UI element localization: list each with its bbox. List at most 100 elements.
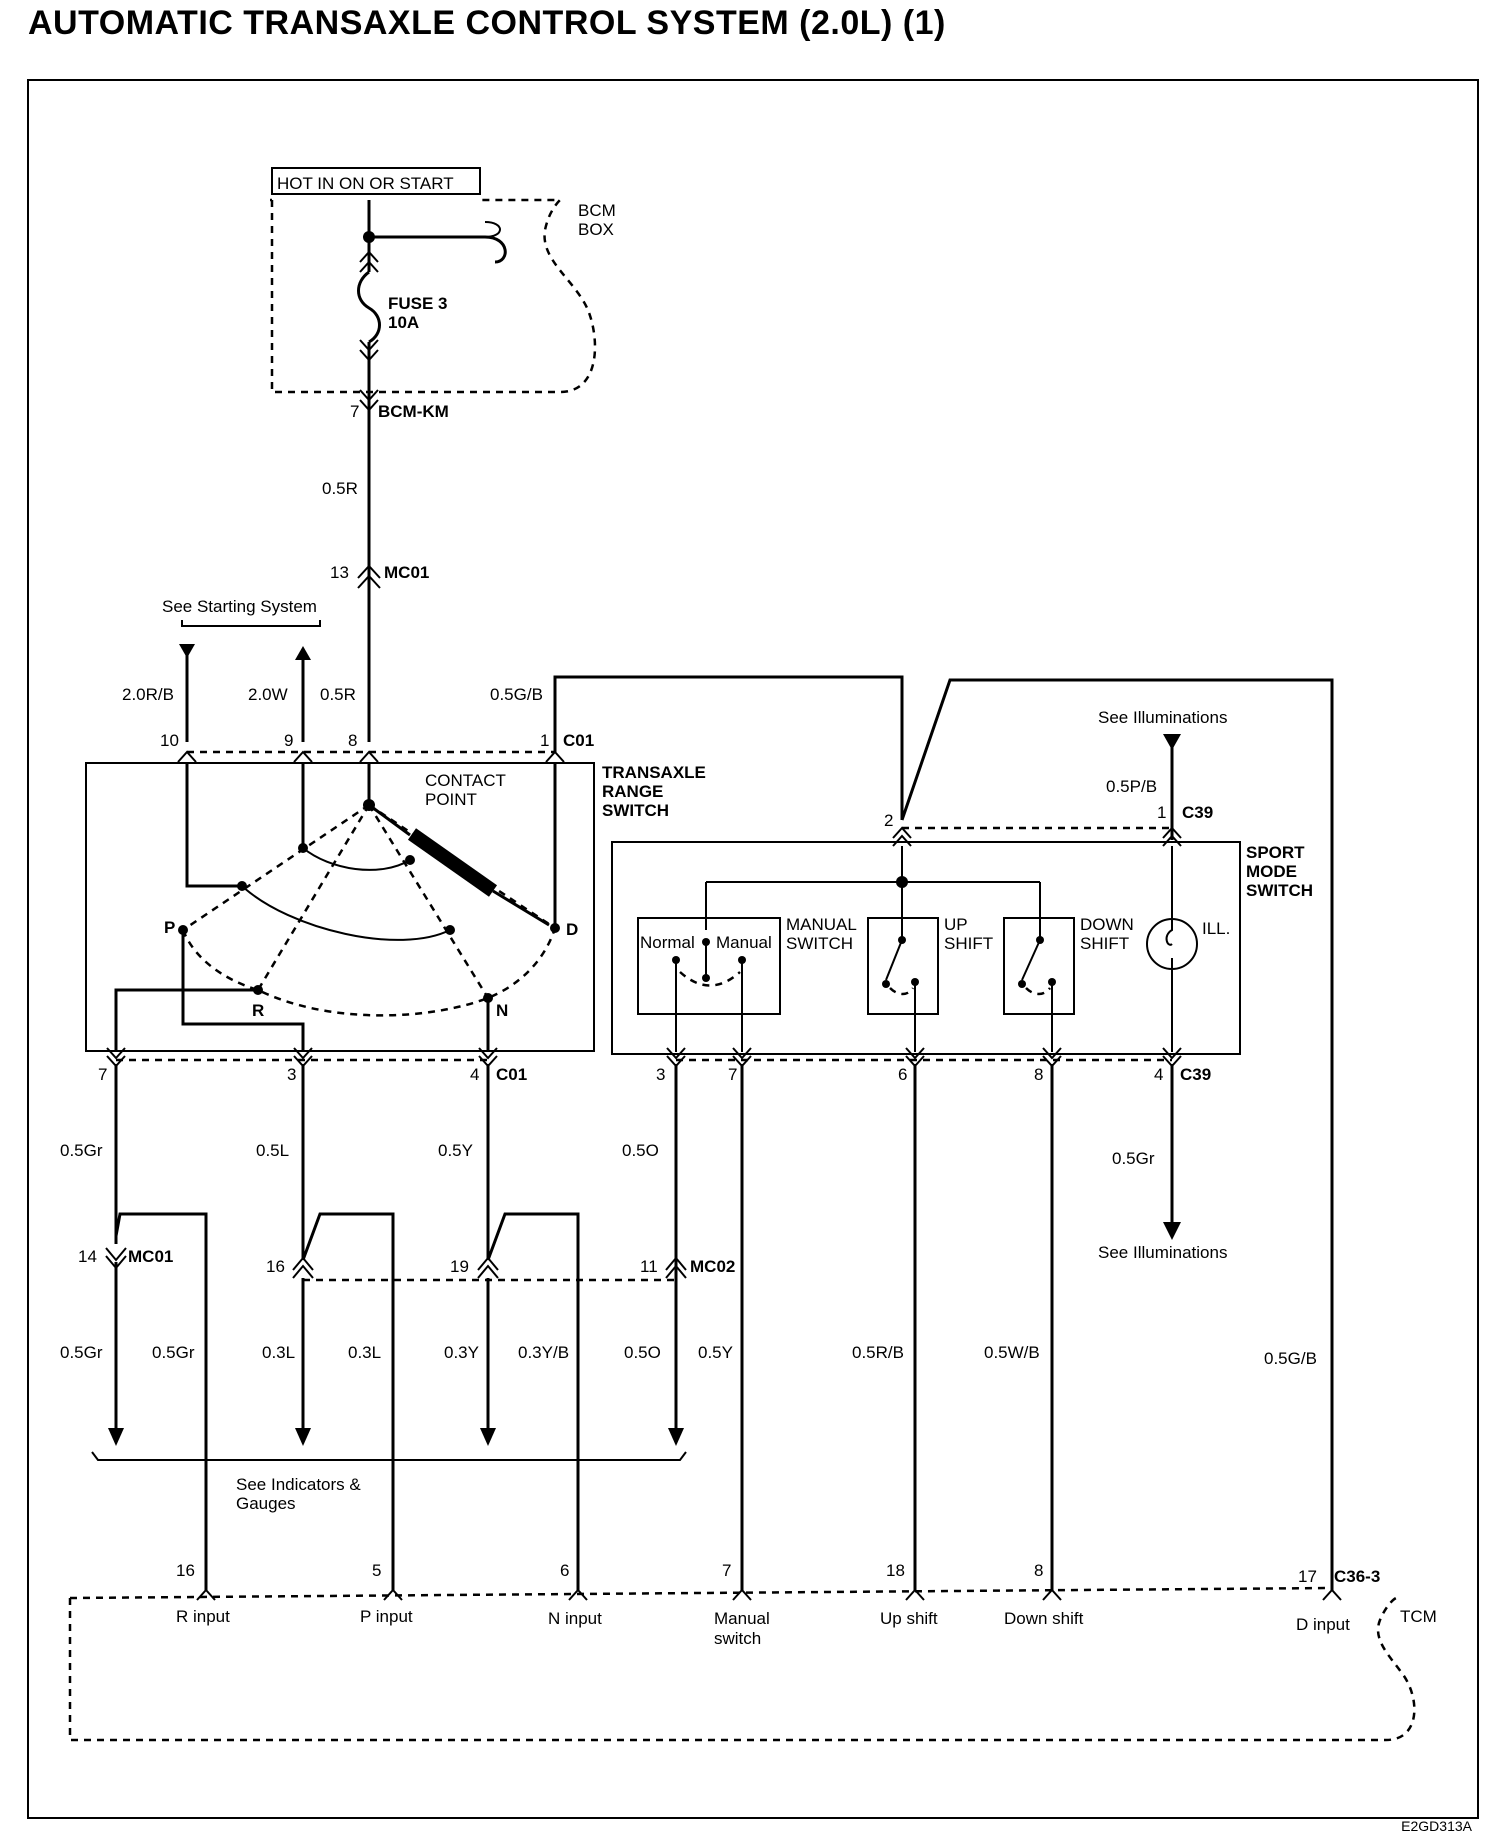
sport-label-2: MODE xyxy=(1246,862,1297,881)
up-shift-contact xyxy=(885,922,916,1014)
up-shift-box xyxy=(867,917,939,1015)
tcm-pin-6: 6 xyxy=(560,1561,569,1580)
tcm-r-input: R input xyxy=(176,1607,230,1626)
trs-dot-pin9 xyxy=(298,843,308,853)
splice-pin-14: 14 xyxy=(78,1247,97,1266)
hot-label: HOT IN ON OR START xyxy=(277,174,454,193)
wire-0-5y-branch xyxy=(486,1212,580,1590)
splice-pin-19: 19 xyxy=(450,1257,469,1276)
trs-pin-8: 8 xyxy=(348,731,357,750)
trs-bottom-connector-label: C01 xyxy=(496,1065,527,1084)
sport-splice-dot xyxy=(896,876,908,888)
tcm-manual-input-1: Manual xyxy=(714,1609,770,1628)
wire-label-0-3l-b: 0.3L xyxy=(348,1343,381,1362)
wire-0-5gb-to-tcm xyxy=(900,678,1334,1590)
sport-bottom-pin-symbols xyxy=(666,1047,1182,1068)
manual-switch-label-2: SWITCH xyxy=(786,934,853,953)
trs-pin-3: 3 xyxy=(287,1065,296,1084)
wire-0-5l-branch xyxy=(301,1212,395,1590)
tcm-pin-16: 16 xyxy=(176,1561,195,1580)
wire-0-5gb-to-sport xyxy=(553,675,904,820)
trs-contact-bar xyxy=(407,828,498,897)
trs-arc-inner xyxy=(302,847,411,871)
tcm-pin-17: 17 xyxy=(1298,1567,1317,1586)
manual-switch-box xyxy=(637,917,781,1015)
down-shift-dot-3 xyxy=(1048,978,1056,986)
tcm-n-input: N input xyxy=(548,1609,602,1628)
sport-pin-1: 1 xyxy=(1157,803,1166,822)
trs-position-d: D xyxy=(566,920,578,939)
fuse-3-symbol xyxy=(357,270,381,344)
trs-dot-d xyxy=(550,923,560,933)
wire-label-0-5l-top: 0.5L xyxy=(256,1141,289,1160)
wire-label-2-0w: 2.0W xyxy=(248,685,288,704)
trs-top-connector-label: C01 xyxy=(563,731,594,750)
fuse-label-2: 10A xyxy=(388,313,419,332)
splice-19 xyxy=(477,1256,499,1279)
sport-pin-3: 3 xyxy=(656,1065,665,1084)
down-shift-dot-1 xyxy=(1036,936,1044,944)
trs-position-p: P xyxy=(164,918,175,937)
tcm-manual-input-2: switch xyxy=(714,1629,761,1648)
sport-label-3: SWITCH xyxy=(1246,881,1313,900)
contact-point-label-2: POINT xyxy=(425,790,477,809)
contact-point-label-1: CONTACT xyxy=(425,771,506,790)
manual-switch-label-1: MANUAL xyxy=(786,915,857,934)
arrow-2-0rb-down xyxy=(179,644,195,658)
sport-box xyxy=(611,841,1241,1055)
sport-pin-7: 7 xyxy=(728,1065,737,1084)
tcm-up-shift-input: Up shift xyxy=(880,1609,938,1628)
down-shift-arc xyxy=(1025,987,1051,996)
bcm-box-label-2: BOX xyxy=(578,220,614,239)
trs-contact-lever xyxy=(492,889,550,927)
tcm-label: TCM xyxy=(1400,1607,1437,1626)
diagram-frame xyxy=(27,79,1479,1819)
down-shift-contact xyxy=(1021,922,1053,1014)
manual-switch-arc xyxy=(679,971,741,987)
tcm-pin-symbols xyxy=(196,1588,1342,1601)
ill-label: ILL. xyxy=(1202,919,1230,938)
diagram-code: E2GD313A xyxy=(1401,1818,1472,1834)
bcm-pin-7: 7 xyxy=(350,402,359,421)
trs-label-3: SWITCH xyxy=(602,801,669,820)
mc01-connector-13 xyxy=(357,564,381,589)
sport-pin-8: 8 xyxy=(1034,1065,1043,1084)
sport-pin-4: 4 xyxy=(1154,1065,1163,1084)
up-shift-label-1: UP xyxy=(944,915,968,934)
trs-position-fan xyxy=(181,803,557,1017)
up-shift-dot-1 xyxy=(898,936,906,944)
trs-label-2: RANGE xyxy=(602,782,663,801)
bcm-box-outline xyxy=(270,198,597,394)
tcm-pin-18: 18 xyxy=(886,1561,905,1580)
manual-label: Manual xyxy=(716,933,772,952)
trs-dot-pin10 xyxy=(237,881,247,891)
wire-label-0-5gb-top: 0.5G/B xyxy=(490,685,543,704)
trs-pin-10: 10 xyxy=(160,731,179,750)
tcm-connector-dashes xyxy=(69,1586,1333,1600)
sport-pin-6: 6 xyxy=(898,1065,907,1084)
wire-label-0-5o-b: 0.5O xyxy=(624,1343,661,1362)
tcm-connector-label: C36-3 xyxy=(1334,1567,1380,1586)
trs-dot-arc xyxy=(405,855,415,865)
wire-label-0-5gr-a: 0.5Gr xyxy=(60,1343,103,1362)
tcm-down-shift-input: Down shift xyxy=(1004,1609,1084,1628)
tcm-pin-7: 7 xyxy=(722,1561,731,1580)
trs-arc-outer xyxy=(241,885,451,941)
hot-label-box xyxy=(271,167,481,195)
bcm-box-label-1: BCM xyxy=(578,201,616,220)
mc01-pin-13: 13 xyxy=(330,563,349,582)
normal-label: Normal xyxy=(640,933,695,952)
wire-label-0-5y-top: 0.5Y xyxy=(438,1141,473,1160)
wire-label-2-0rb: 2.0R/B xyxy=(122,685,174,704)
sport-mode-switch: See Illuminations 0.5P/B 2 1 C39 SPORT M… xyxy=(611,708,1313,1084)
trs-wire-p-out xyxy=(181,930,305,1052)
transaxle-range-switch: 10 9 8 1 C01 TRANSAXLE RANGE SWITCH CONT… xyxy=(85,731,706,1084)
arrow-0-5gr xyxy=(108,1428,124,1446)
illuminations-ref-bottom: See Illuminations xyxy=(1098,1243,1227,1262)
bcm-branch-wire xyxy=(369,235,507,264)
indicators-ref-2: Gauges xyxy=(236,1494,296,1513)
starting-system-ref: See Starting System xyxy=(162,597,317,616)
splice-mc01-label: MC01 xyxy=(128,1247,173,1266)
indicators-ref-1: See Indicators & xyxy=(236,1475,361,1494)
